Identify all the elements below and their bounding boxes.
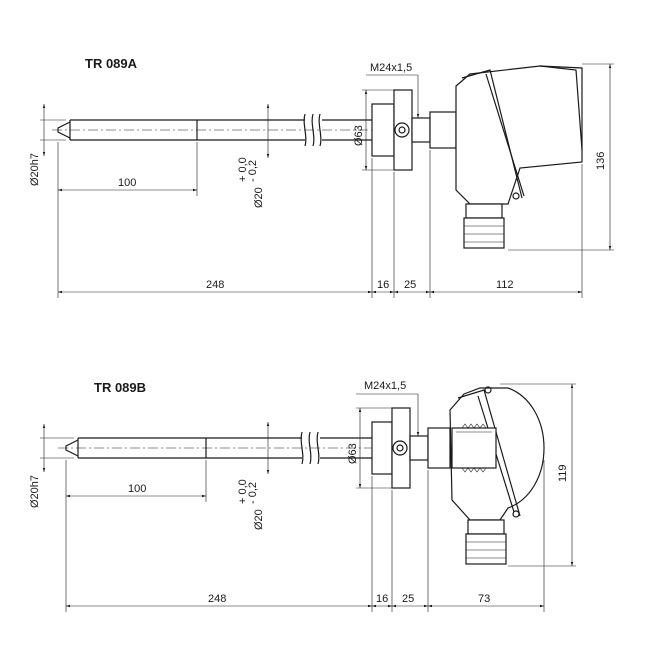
- view-tr089a: TR 089A: [29, 56, 614, 298]
- protection-tube: [58, 431, 440, 465]
- tip-length-label: 100: [118, 177, 136, 189]
- head-length-label: 112: [496, 279, 514, 291]
- tube-diameter-label: Ø20: [253, 509, 265, 530]
- flange-diameter-label: Ø63: [353, 125, 365, 146]
- tube-diameter-label: Ø20: [253, 187, 265, 208]
- view-tr089b: TR 089B: [29, 380, 576, 612]
- flange-assembly: [371, 407, 451, 489]
- flange-width-label: 16: [377, 279, 389, 291]
- immersion-length-label: 248: [208, 593, 226, 605]
- flange-assembly: [371, 89, 457, 171]
- protection-tube: [52, 113, 440, 147]
- thread-label: M24x1,5: [364, 380, 406, 392]
- tube-tol-upper: + 0,0: [237, 157, 249, 182]
- connection-head-a: [455, 65, 583, 249]
- thread-label: M24x1,5: [370, 62, 412, 74]
- immersion-length-label: 248: [206, 279, 224, 291]
- tube-tol-lower: - 0,2: [247, 482, 259, 504]
- dimensions-b: Ø20h7 100 Ø20 + 0,0 - 0,2 Ø63 M24x1,5 11…: [29, 380, 576, 612]
- tube-tol-upper: + 0,0: [237, 479, 249, 504]
- height-label: 119: [557, 464, 569, 482]
- flange-width-label: 16: [376, 593, 388, 605]
- view-title: TR 089B: [94, 380, 146, 395]
- height-label: 136: [595, 152, 607, 170]
- flange-diameter-label: Ø63: [347, 443, 359, 464]
- view-title: TR 089A: [85, 56, 138, 71]
- tip-diameter-label: Ø20h7: [29, 475, 41, 508]
- dimensions-a: Ø20h7 100 Ø20 + 0,0 - 0,2 Ø63 M24x1,5 1: [29, 62, 614, 298]
- tip-diameter-label: Ø20h7: [29, 153, 41, 186]
- connection-head-b: [449, 386, 545, 565]
- neck-length-label: 25: [402, 593, 414, 605]
- tube-tol-lower: - 0,2: [247, 160, 259, 182]
- tip-length-label: 100: [128, 483, 146, 495]
- head-length-label: 73: [478, 593, 490, 605]
- neck-length-label: 25: [404, 279, 416, 291]
